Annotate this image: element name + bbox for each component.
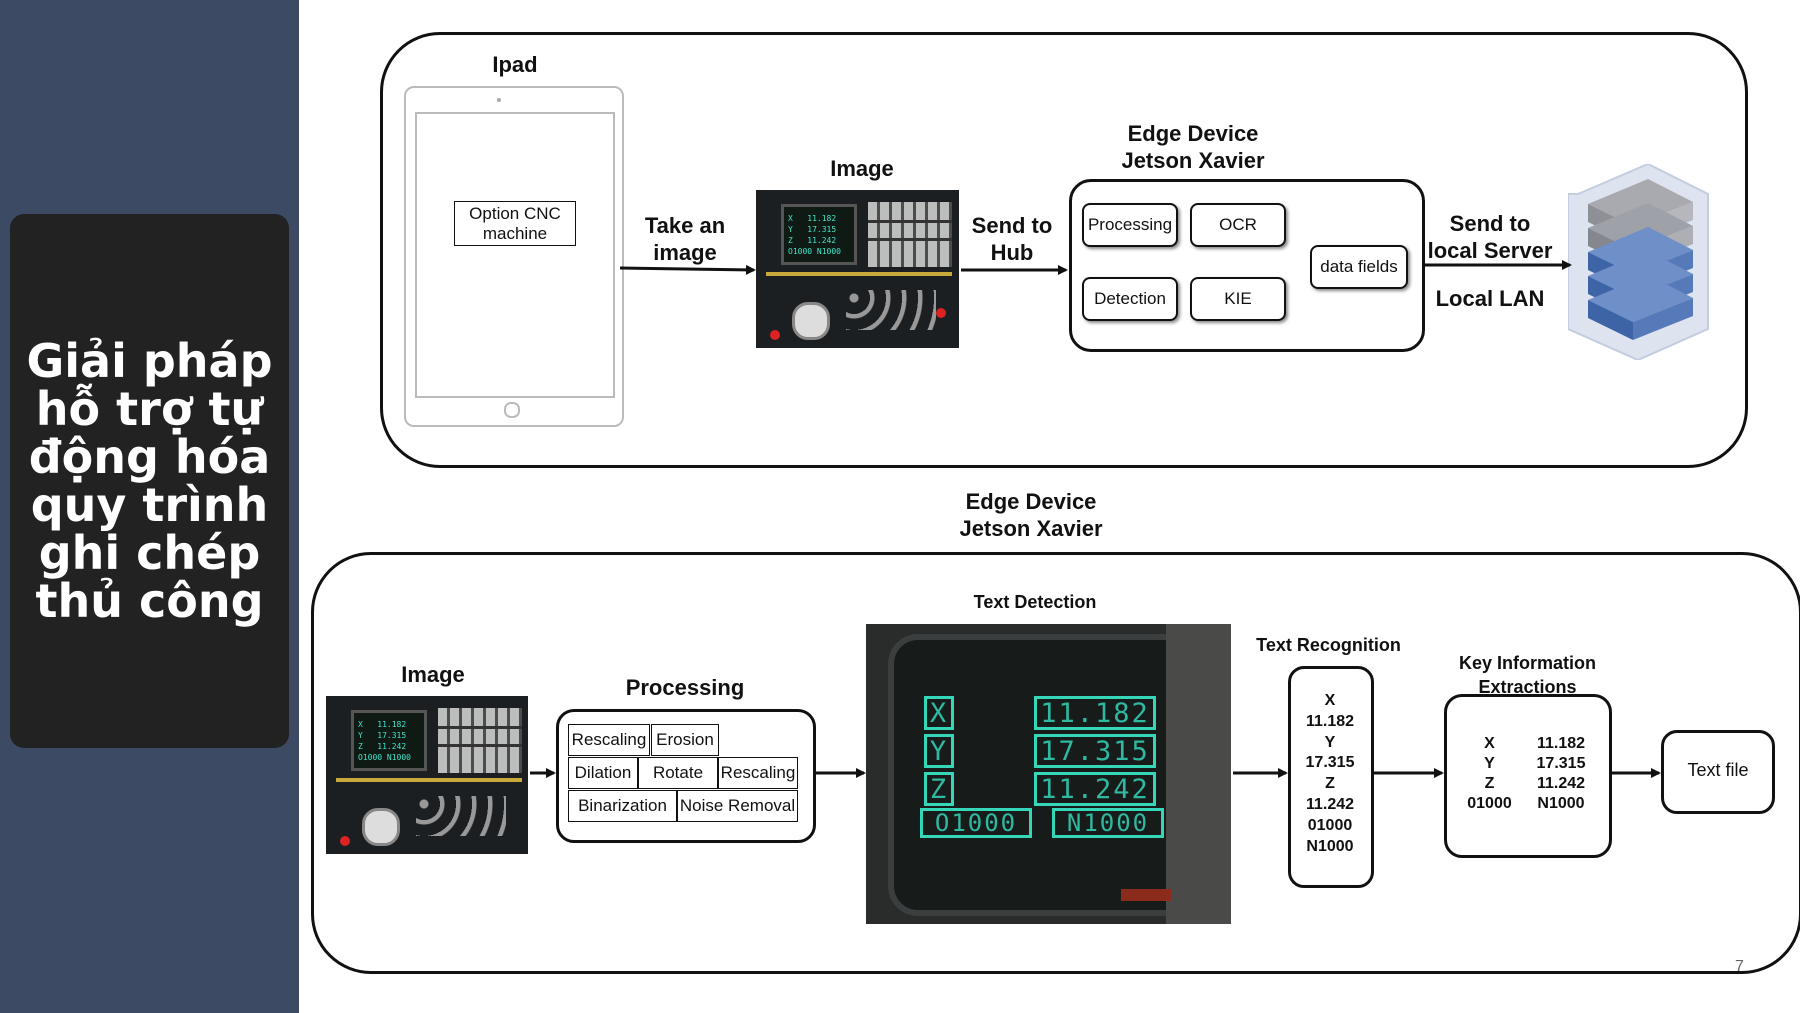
server-rack-icon — [1568, 164, 1709, 360]
detected-y-value: 17.315 — [1034, 734, 1156, 768]
step-rescaling: Rescaling — [568, 724, 650, 756]
detected-y-label: Y — [924, 734, 954, 768]
detection-chip: Detection — [1082, 277, 1178, 321]
detected-n-value: N1000 — [1052, 808, 1164, 838]
data-fields-chip: data fields — [1310, 245, 1408, 289]
top-diagram-frame — [380, 32, 1748, 468]
step-rescaling-2: Rescaling — [718, 757, 798, 789]
ocr-chip: OCR — [1190, 203, 1286, 247]
detected-o-value: O1000 — [920, 808, 1032, 838]
step-rotate: Rotate — [638, 757, 718, 789]
local-lan-label: Local LAN — [1435, 286, 1545, 311]
kie-values: 11.182 17.315 11.242 N1000 — [1536, 735, 1586, 812]
bottom-image-label: Image — [401, 662, 465, 687]
text-file-label: Text file — [1687, 760, 1749, 780]
text-detection-image: X 11.182 Y 17.315 Z 11.242 O1000 N1000 — [866, 624, 1231, 924]
step-erosion: Erosion — [651, 724, 719, 756]
processing-label: Processing — [625, 675, 745, 700]
take-image-label: Take an image — [644, 213, 726, 265]
send-hub-label: Send to Hub — [971, 213, 1053, 265]
bottom-edge-device-label: Edge Device Jetson Xavier — [959, 489, 1103, 541]
kie-chip: KIE — [1190, 277, 1286, 321]
bottom-cnc-panel-image: X 11.182 Y 17.315 Z 11.242 O1000 N1000 — [326, 696, 528, 854]
cnc-panel-image: X 11.182 Y 17.315 Z 11.242 O1000 N1000 — [756, 190, 959, 348]
recognition-values: X 11.182 Y 17.315 Z 11.242 01000 N1000 — [1305, 692, 1355, 855]
title-card: Giải pháp hỗ trợ tự động hóa quy trình g… — [10, 214, 289, 748]
step-dilation: Dilation — [568, 757, 638, 789]
detected-z-value: 11.242 — [1034, 772, 1156, 806]
step-binarization: Binarization — [568, 790, 677, 822]
top-image-label: Image — [830, 156, 894, 181]
ipad-screen-label: Option CNC machine — [454, 201, 576, 246]
text-recognition-label: Text Recognition — [1256, 635, 1401, 655]
kie-box — [1444, 694, 1612, 858]
detected-x-value: 11.182 — [1034, 696, 1156, 730]
detected-z-label: Z — [924, 772, 954, 806]
text-file-box — [1661, 730, 1775, 814]
send-server-label: Send to local Server — [1427, 211, 1553, 263]
top-edge-device-label: Edge Device Jetson Xavier — [1121, 121, 1265, 173]
text-recognition-box — [1288, 666, 1374, 888]
step-noise-removal: Noise Removal — [677, 790, 798, 822]
text-detection-label: Text Detection — [973, 592, 1097, 612]
sidebar: Giải pháp hỗ trợ tự động hóa quy trình g… — [0, 0, 299, 1013]
ipad-icon: Option CNC machine — [404, 86, 624, 427]
kie-keys: X Y Z 01000 — [1467, 735, 1512, 812]
ipad-label: Ipad — [492, 52, 538, 77]
kie-label: Key Information Extractions — [1458, 653, 1596, 697]
detected-x-label: X — [924, 696, 954, 730]
arrow-ipad-to-image — [619, 264, 756, 275]
slide-title: Giải pháp hỗ trợ tự động hóa quy trình g… — [26, 334, 273, 628]
page-number: 7 — [1735, 958, 1744, 975]
processing-chip: Processing — [1082, 203, 1178, 247]
